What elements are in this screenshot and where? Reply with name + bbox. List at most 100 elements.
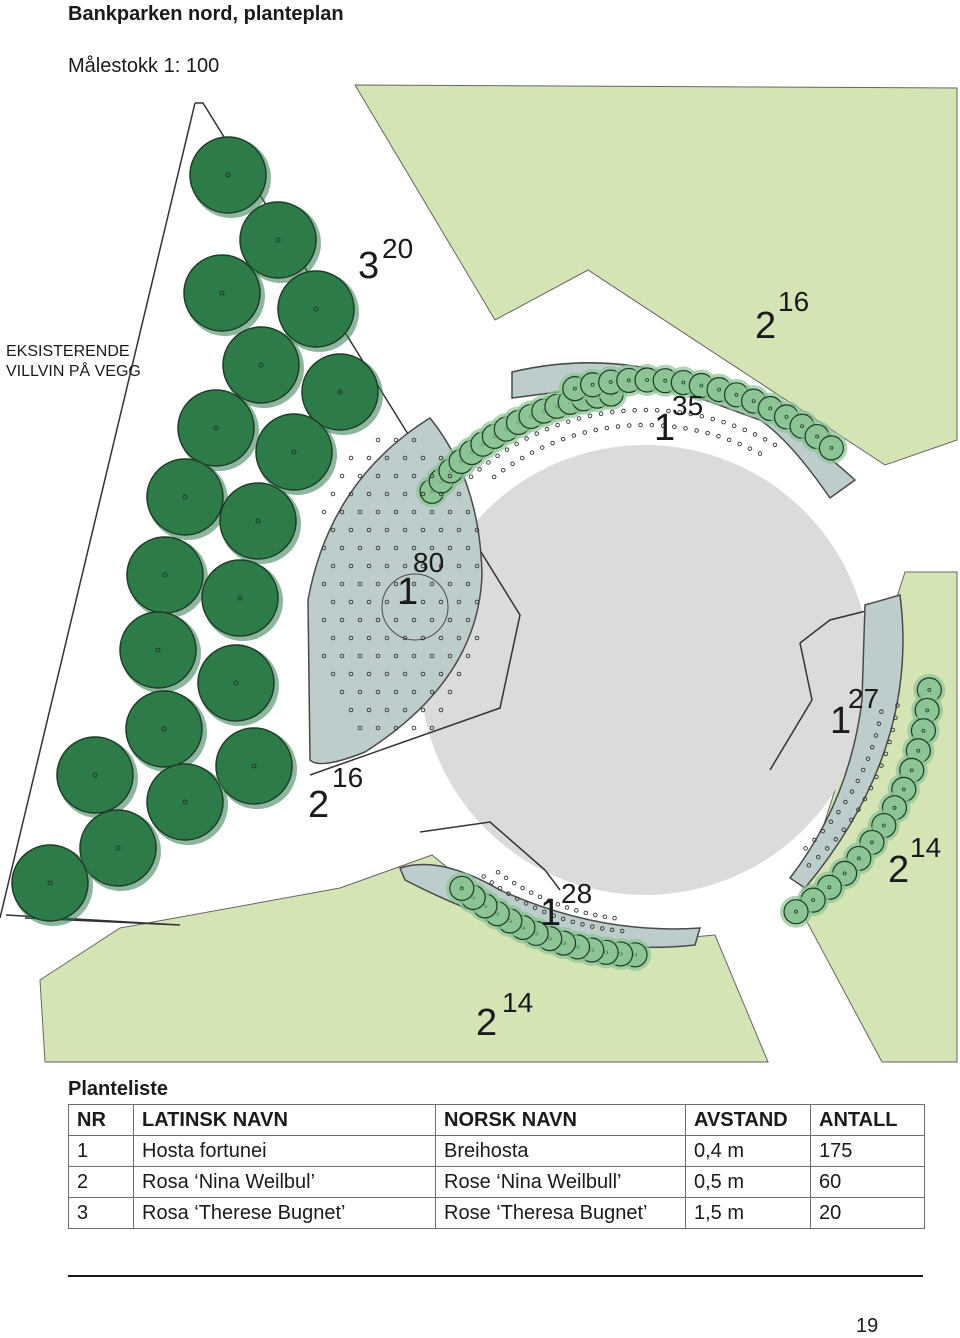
hosta: [583, 910, 589, 916]
plant-label-1-28: 1 28: [540, 878, 592, 934]
large-rose: [201, 559, 283, 641]
plant-label-2-16-left: 2 16: [308, 762, 363, 826]
hosta: [514, 896, 520, 901]
hosta: [330, 491, 336, 497]
cell-nr: 3: [68, 1197, 134, 1229]
hosta: [555, 902, 561, 907]
hosta: [688, 411, 694, 417]
hosta: [710, 416, 715, 422]
hosta: [876, 721, 882, 726]
hosta: [375, 581, 381, 587]
hosta: [429, 617, 435, 623]
plant-label-2-14-right: 2 14: [888, 832, 941, 891]
cell-nr: 2: [68, 1166, 134, 1198]
hosta: [495, 870, 501, 875]
hosta: [402, 491, 408, 497]
hosta: [528, 890, 534, 895]
hosta: [321, 653, 327, 659]
svg-text:16: 16: [332, 762, 363, 793]
hosta: [883, 751, 889, 757]
hosta: [456, 671, 462, 677]
table-row: 2 Rosa ‘Nina Weilbul’ Rose ‘Nina Weilbul…: [68, 1166, 925, 1198]
hosta: [551, 913, 556, 918]
plant-label-1-80: 1 80: [397, 547, 444, 613]
hosta: [420, 707, 426, 713]
hosta: [542, 909, 547, 915]
large-rose: [126, 536, 208, 618]
hosta: [593, 427, 598, 433]
hosta: [812, 837, 817, 843]
table-row: 1 Hosta fortunei Breihosta 0,4 m 175: [68, 1135, 925, 1167]
hosta: [615, 424, 621, 429]
hosta: [393, 689, 399, 695]
svg-text:16: 16: [778, 286, 809, 317]
hosta: [705, 430, 710, 436]
large-rose: [219, 482, 301, 564]
hosta: [836, 809, 841, 815]
small-rose: [445, 872, 478, 905]
hosta: [879, 763, 884, 768]
hosta: [721, 419, 726, 425]
path-outlines: [0, 102, 871, 926]
hosta: [456, 563, 462, 569]
hosta: [375, 653, 381, 659]
plant-label-1-35: 1 35: [654, 390, 703, 449]
hosta: [468, 474, 474, 480]
large-rose: [255, 413, 337, 495]
hosta: [632, 407, 637, 413]
hosta: [465, 545, 471, 551]
hosta: [420, 527, 426, 533]
hosta: [564, 905, 570, 910]
hosta: [438, 563, 444, 569]
hosta: [511, 880, 517, 886]
hosta: [393, 473, 399, 479]
header-spacing: AVSTAND: [685, 1104, 811, 1136]
hosta: [339, 473, 345, 479]
hosta: [402, 455, 408, 461]
hosta-centre-circle: [381, 573, 449, 641]
large-rose-group: [11, 136, 383, 926]
hosta: [357, 617, 363, 623]
hosta: [393, 581, 399, 587]
cell-latin-name: Rosa ‘Therese Bugnet’: [133, 1197, 436, 1229]
hosta: [411, 725, 417, 731]
hosta: [762, 437, 768, 442]
hosta: [438, 455, 444, 461]
large-rose: [301, 353, 383, 435]
plant-label-2-14-bottom: 2 14: [476, 987, 533, 1044]
hosta: [627, 423, 632, 428]
hosta: [621, 408, 626, 414]
scale-text: Målestokk 1: 100: [68, 55, 220, 77]
hosta: [803, 846, 808, 851]
hosta: [495, 453, 500, 459]
hosta: [862, 796, 868, 802]
hosta: [737, 441, 742, 447]
hosta: [643, 407, 649, 413]
hosta: [843, 799, 848, 805]
hosta: [580, 922, 585, 927]
table-row: 3 Rosa ‘Therese Bugnet’ Rose ‘Theresa Bu…: [68, 1197, 925, 1229]
hosta: [366, 527, 372, 533]
hosta: [411, 437, 417, 443]
hosta: [393, 617, 399, 623]
hosta: [447, 509, 453, 515]
svg-text:2: 2: [755, 305, 776, 347]
hosta: [486, 460, 491, 465]
hosta: [348, 563, 354, 569]
hosta: [402, 527, 408, 533]
hosta: [520, 885, 525, 891]
hosta: [523, 901, 529, 906]
hosta: [384, 671, 390, 677]
large-rose: [183, 254, 265, 336]
large-rose: [146, 763, 228, 845]
hosta: [384, 455, 390, 461]
hosta: [429, 545, 435, 551]
hosta: [747, 446, 753, 451]
hosta: [402, 707, 408, 713]
hosta: [357, 473, 363, 479]
paved-circle: [420, 445, 870, 895]
hosta: [649, 422, 655, 428]
hosta: [489, 880, 494, 885]
hosta: [570, 919, 576, 925]
cell-nr: 1: [68, 1135, 134, 1167]
